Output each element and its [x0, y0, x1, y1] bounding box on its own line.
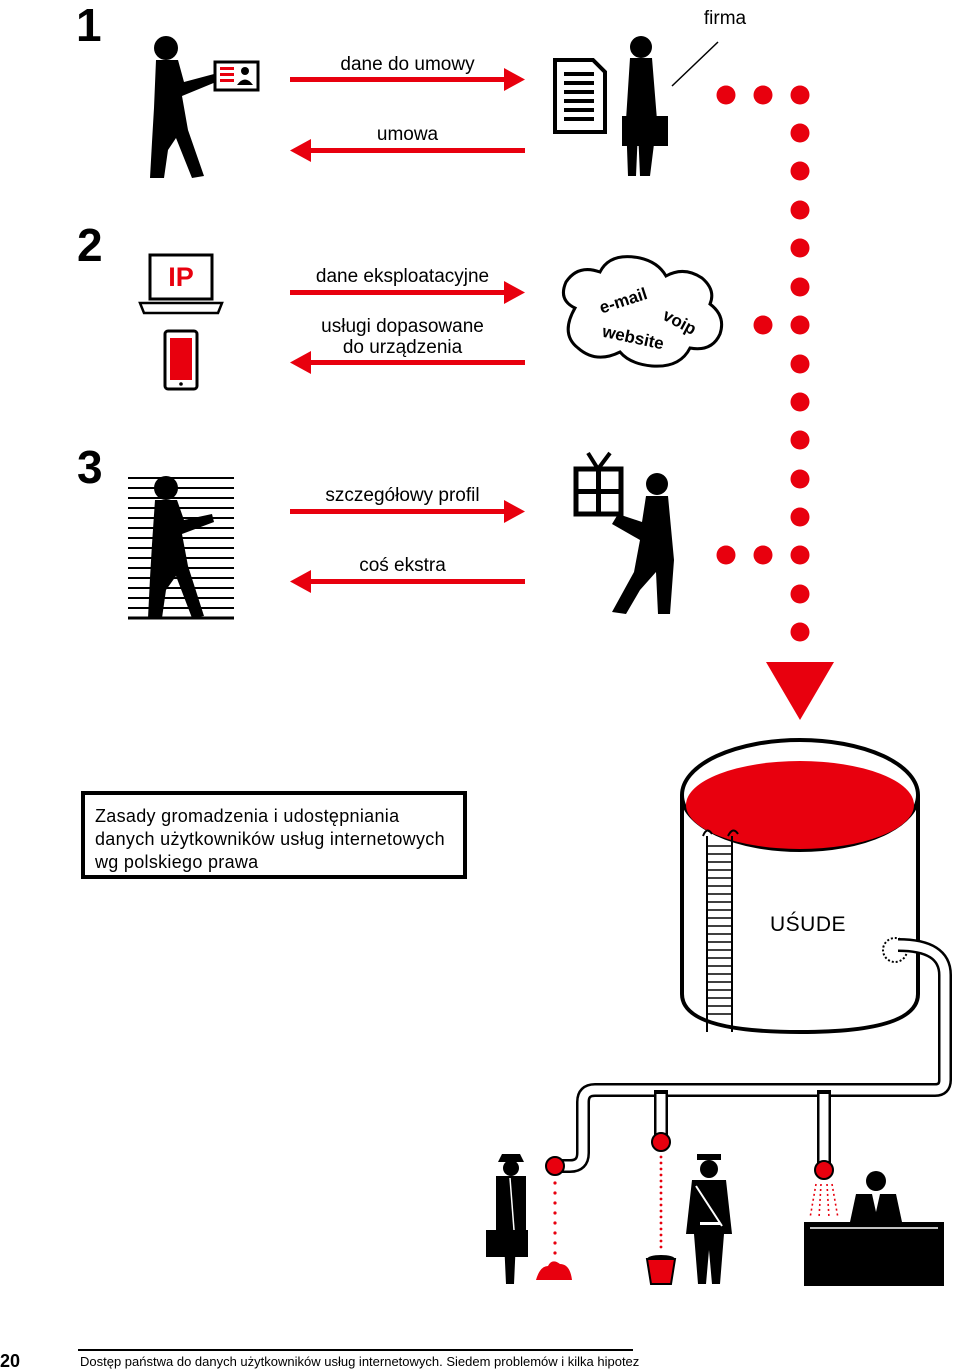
step-number-1: 1: [76, 0, 102, 51]
spy-figure-icon: [486, 1154, 528, 1284]
laptop-icon: [138, 253, 224, 315]
legal-framework-line-3: wg polskiego prawa: [95, 852, 259, 872]
legal-framework-line-1: Zasady gromadzenia i udostępniania: [95, 806, 400, 826]
arrow-right-contract-data: [290, 68, 525, 91]
arrow-left-something-extra: [290, 570, 525, 593]
person-in-lineup-icon: [148, 476, 214, 618]
official-at-desk-icon: [804, 1171, 944, 1286]
arrow-left-tailored-services: [290, 351, 525, 374]
arrow-right-detailed-profile: [290, 500, 525, 523]
label-contract: umowa: [376, 124, 439, 145]
company-pointer-line: [671, 41, 719, 87]
step-number-3: 3: [77, 441, 103, 493]
id-card-icon: [213, 60, 260, 92]
tank-label: UŚUDE: [770, 912, 846, 936]
person-with-id-icon: [150, 36, 216, 178]
page-number: 20: [0, 1351, 21, 1371]
label-contract-data: dane do umowy: [340, 54, 475, 75]
data-flow-dots: [716, 85, 810, 642]
footer-running-title: Dostęp państwa do danych użytkowników us…: [80, 1354, 640, 1369]
label-tailored-services-1: usługi dopasowane: [321, 316, 484, 337]
person-giving-gift-icon: [612, 473, 674, 614]
gift-icon: [573, 451, 624, 517]
data-tank-icon: [680, 738, 920, 1035]
label-operational-data: dane eksploatacyjne: [315, 266, 490, 287]
arrow-left-contract: [290, 139, 525, 162]
smartphone-icon: [163, 329, 199, 391]
spilled-data-pile-icon: [536, 1261, 572, 1280]
cloud-icon: e-mail voip website: [562, 255, 724, 368]
police-officer-icon: [686, 1154, 732, 1284]
ip-label: IP: [168, 262, 194, 292]
legal-framework-box: Zasady gromadzenia i udostępniania danyc…: [81, 791, 467, 879]
pipe-valves: [545, 1132, 834, 1180]
footer-rule: [78, 1349, 633, 1351]
flow-down-triangle-icon: [766, 662, 834, 720]
drip-spray-right: [809, 1183, 839, 1219]
label-tailored-services-2: do urządzenia: [342, 337, 463, 358]
legal-framework-line-2: danych użytkowników usług internetowych: [95, 829, 445, 849]
label-company: firma: [703, 8, 747, 29]
arrow-right-operational-data: [290, 281, 525, 304]
label-something-extra: coś ekstra: [359, 555, 446, 576]
drip-dots-center: [659, 1155, 663, 1249]
lineup-background-icon: [128, 477, 234, 620]
step-number-2: 2: [77, 219, 103, 271]
document-icon: [553, 58, 607, 134]
drip-dots-left: [553, 1181, 557, 1255]
bucket-icon: [645, 1255, 677, 1285]
businessman-icon: [622, 36, 668, 176]
label-detailed-profile: szczegółowy profil: [325, 485, 480, 506]
distribution-pipes: [556, 938, 952, 1173]
